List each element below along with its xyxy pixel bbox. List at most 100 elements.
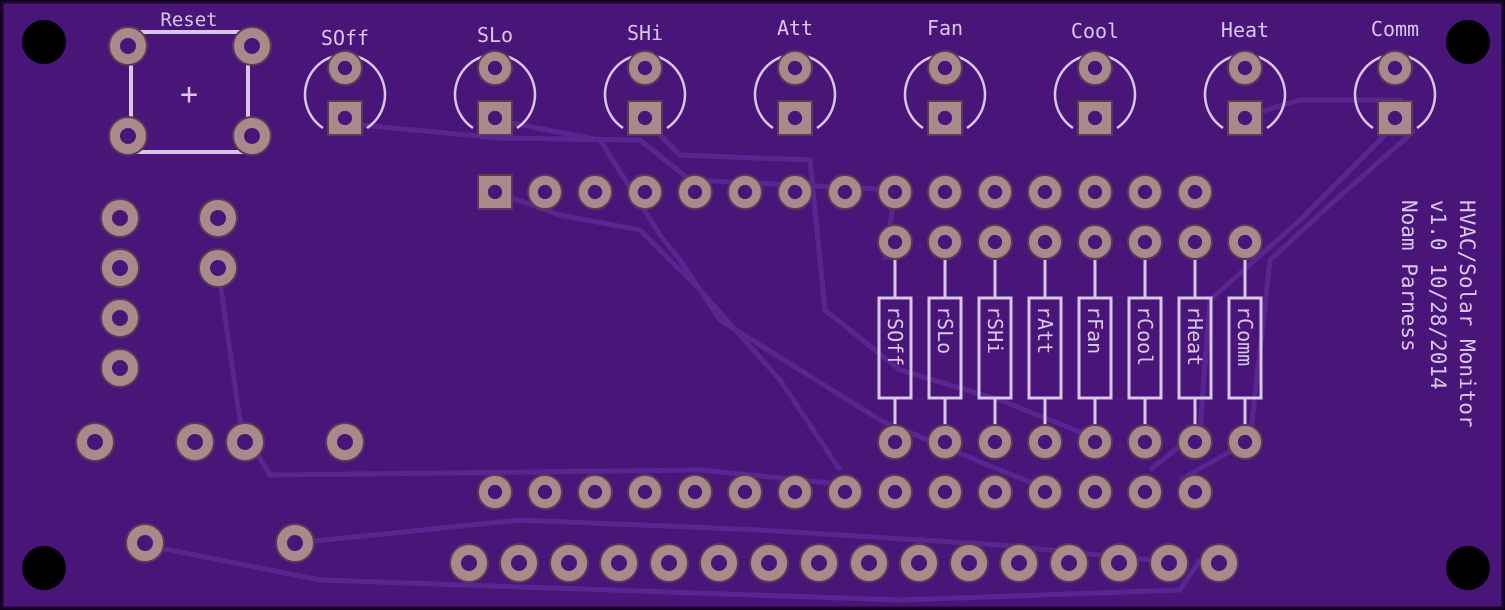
mounting-hole (1446, 20, 1490, 64)
header-pin-bottom (677, 474, 713, 510)
connector-pin (699, 543, 739, 583)
resistor-pad (877, 224, 913, 260)
power-pad (325, 422, 365, 462)
led-anode-pad (1077, 50, 1113, 86)
bottom-pad (275, 523, 315, 563)
mounting-holes (22, 20, 1490, 590)
resistor-pad (977, 424, 1013, 460)
resistor-label: rAtt (1033, 306, 1057, 354)
board-title: HVAC/Solar Monitor (1455, 200, 1479, 428)
mounting-hole (22, 20, 66, 64)
resistor-pad (1227, 224, 1263, 260)
header-pin-top (827, 174, 863, 210)
reset-symbol: + (180, 77, 198, 112)
header-pin-top (577, 174, 613, 210)
resistor-body (1027, 296, 1063, 400)
reset-switch-pad (232, 26, 272, 66)
resistor-pad (1177, 224, 1213, 260)
reset-label: Reset (160, 9, 217, 31)
reset-switch-outline (129, 30, 250, 154)
led-cathode-pad (1077, 100, 1113, 136)
header-pin-top (877, 174, 913, 210)
power-pad (75, 422, 115, 462)
header-pin-top (927, 174, 963, 210)
board-author: Noam Parness (1397, 200, 1421, 352)
resistor-pad (1127, 224, 1163, 260)
led-cathode-pad (1377, 100, 1413, 136)
led-anode-pad (627, 50, 663, 86)
connector-pin (849, 543, 889, 583)
led-cathode-pad (327, 100, 363, 136)
led-label: Att (777, 16, 813, 40)
led-anode-pad (477, 50, 513, 86)
header-pin-top (1077, 174, 1113, 210)
left-header-pin (100, 298, 140, 338)
reset-switch-pad (232, 116, 272, 156)
jumper-pad (198, 198, 238, 238)
led-label: SLo (477, 23, 513, 47)
mounting-hole (22, 546, 66, 590)
connector-pin (499, 543, 539, 583)
resistor-body (977, 296, 1013, 400)
header-pin-bottom (927, 474, 963, 510)
led-label: Fan (927, 16, 963, 40)
header-pin-bottom (1027, 474, 1063, 510)
resistor-label: rHeat (1183, 306, 1207, 366)
connector-pin (599, 543, 639, 583)
resistor-label: rSLo (933, 306, 957, 354)
jumper-pad (198, 248, 238, 288)
led-label: Heat (1221, 18, 1269, 42)
resistor-pad (1077, 224, 1113, 260)
resistor-label: rComm (1233, 306, 1257, 366)
header-pin-top (777, 174, 813, 210)
copper-trace (294, 517, 1151, 563)
header-pin-bottom (627, 474, 663, 510)
resistor-pad (1127, 424, 1163, 460)
connector-pin (799, 543, 839, 583)
led-cathode-pad (627, 100, 663, 136)
resistor-label: rSHi (983, 306, 1007, 354)
resistor-body (1177, 296, 1213, 400)
header-pin-bottom (727, 474, 763, 510)
header-pin-top (1177, 174, 1213, 210)
resistor-body (877, 296, 913, 400)
resistor-pad (877, 424, 913, 460)
resistor-pad (1077, 424, 1113, 460)
led-cathode-pad (927, 100, 963, 136)
resistor-pad (977, 224, 1013, 260)
led-label: SOff (321, 26, 369, 50)
connector-pin (749, 543, 789, 583)
copper-trace (643, 118, 1101, 443)
mounting-hole (1446, 546, 1490, 590)
header-pin-top (1027, 174, 1063, 210)
copper-trace (215, 267, 851, 488)
header-pin-bottom (1127, 474, 1163, 510)
board-version: v1.0 10/28/2014 (1426, 200, 1450, 390)
header-pin-bottom (827, 474, 863, 510)
led-anode-pad (327, 50, 363, 86)
led-anode-pad (927, 50, 963, 86)
resistor-pad (927, 424, 963, 460)
led-cathode-pad (1227, 100, 1263, 136)
resistor-pad (927, 224, 963, 260)
left-header-pin (100, 348, 140, 388)
connector-pin (999, 543, 1039, 583)
led-label: SHi (627, 21, 663, 45)
resistor-pad (1227, 424, 1263, 460)
resistor-pad (1027, 424, 1063, 460)
connector-pin (1099, 543, 1139, 583)
header-pin-top (677, 174, 713, 210)
led-anode-pad (777, 50, 813, 86)
connector-pin (449, 543, 489, 583)
connector-pin (949, 543, 989, 583)
header-pin-bottom (1177, 474, 1213, 510)
copper-trace (144, 542, 1203, 603)
resistor-body (927, 296, 963, 400)
resistor-label: rCool (1133, 306, 1157, 366)
pads (75, 26, 1413, 583)
connector-pin (1149, 543, 1189, 583)
copper-trace (1178, 128, 1417, 483)
